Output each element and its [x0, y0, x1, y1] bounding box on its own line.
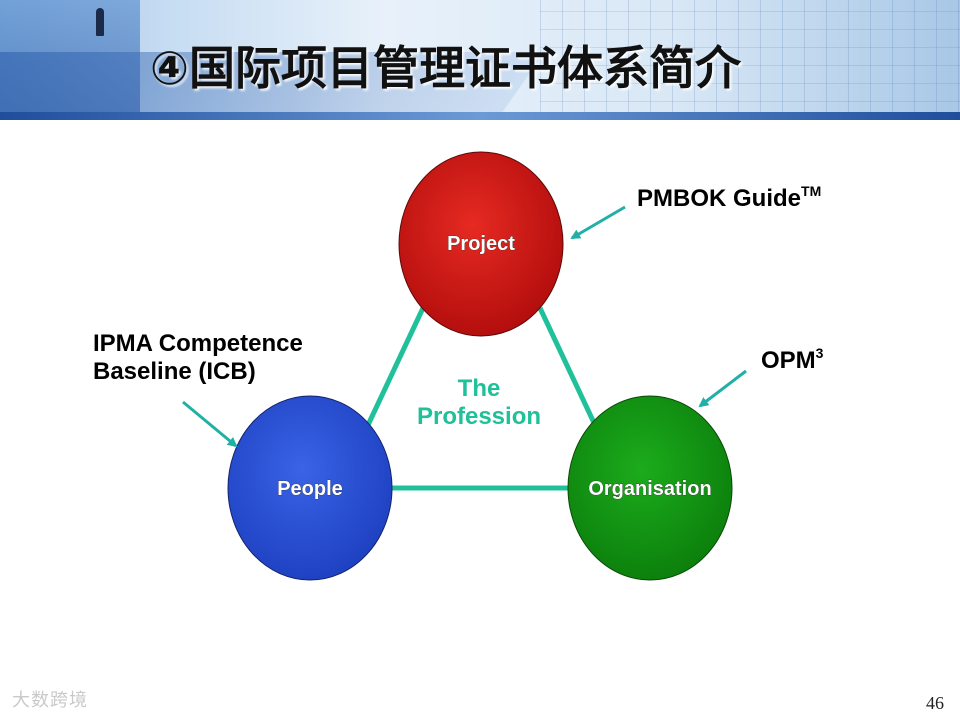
center-text-line1: The [458, 375, 501, 402]
people-node [227, 395, 393, 581]
center-text-line2: Profession [417, 403, 541, 430]
project-node-label: Project [447, 233, 515, 255]
connector-project-people [365, 306, 426, 427]
icb-arrow [182, 400, 238, 448]
pmbok-arrow [570, 205, 626, 240]
project-node [398, 151, 564, 337]
opm-annotation-text: OPM [761, 347, 816, 374]
icb-annotation-line2: Baseline (ICB) [93, 358, 256, 385]
icb-annotation: IPMA Competence Baseline (ICB) [93, 330, 353, 386]
opm-annotation: OPM3 [761, 339, 823, 375]
pmbok-annotation-text: PMBOK Guide [637, 185, 802, 212]
opm-superscript: 3 [815, 345, 824, 361]
watermark-logo: 大数跨境 [12, 690, 88, 711]
banner-decoration [540, 0, 960, 120]
person-silhouette-icon [96, 8, 104, 36]
slide-title: ④国际项目管理证书体系简介 [150, 41, 741, 95]
people-node-label: People [277, 478, 343, 500]
connector-project-organisation [537, 306, 598, 427]
icb-annotation-line1: IPMA Competence [93, 330, 303, 357]
pmbok-trademark: TM [801, 183, 822, 199]
banner-divider [0, 112, 960, 120]
organisation-node [567, 395, 733, 581]
organisation-node-label: Organisation [588, 478, 711, 500]
header-banner [0, 0, 960, 120]
pmbok-annotation: PMBOK GuideTM [637, 177, 821, 213]
page-number: 46 [926, 693, 944, 713]
opm-arrow [698, 369, 747, 408]
